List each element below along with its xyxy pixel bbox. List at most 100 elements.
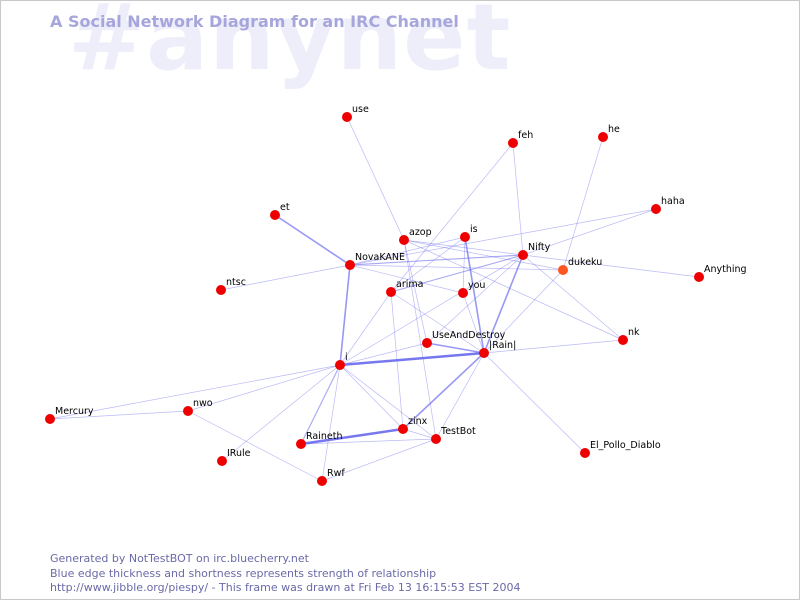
edge-Rain-arima: [390, 291, 485, 354]
node-label-Rwf: Rwf: [327, 468, 345, 479]
node-Raineth: [296, 439, 306, 449]
node-he: [598, 132, 608, 142]
edge-i-Mercury: [49, 364, 341, 420]
node-label-El_Pollo_Diablo: El_Pollo_Diablo: [590, 440, 661, 451]
edge-i-UseAndDestroy: [339, 342, 428, 366]
node-TestBot: [431, 434, 441, 444]
node-use: [342, 112, 352, 122]
edge-i-zinx: [339, 364, 404, 430]
edge-Raineth-TestBot: [300, 438, 437, 445]
edge-UseAndDestroy-Nifty: [426, 254, 524, 344]
node-label-IRule: IRule: [227, 448, 251, 459]
node-Rain: [479, 348, 489, 358]
node-label-you: you: [468, 280, 485, 291]
node-label-Rain: |Rain|: [489, 340, 516, 351]
node-UseAndDestroy: [422, 338, 432, 348]
edge-is-NovaKANE: [349, 236, 466, 266]
node-NovaKANE: [345, 260, 355, 270]
node-label-use: use: [352, 104, 369, 115]
edge-i-Rwf: [321, 364, 341, 482]
node-dukeku: [558, 265, 568, 275]
edge-Rain-dukeku: [483, 269, 564, 354]
edge-feh-Nifty: [512, 142, 524, 256]
node-label-Raineth: Raineth: [306, 431, 342, 442]
footer-legend: Blue edge thickness and shortness repres…: [50, 566, 437, 580]
edge-Mercury-nwo: [49, 410, 189, 420]
node-label-nk: nk: [628, 327, 640, 338]
edge-haha-Nifty: [522, 208, 657, 256]
node-label-dukeku: dukeku: [568, 257, 602, 268]
edge-is-Rain: [464, 236, 485, 354]
node-i: [335, 360, 345, 370]
edge-haha-NovaKANE: [349, 208, 657, 266]
edge-i-Nifty: [339, 254, 524, 366]
footer-source-link[interactable]: http://www.jibble.org/piespy/ - This fra…: [50, 581, 521, 594]
node-arima: [386, 287, 396, 297]
node-feh: [508, 138, 518, 148]
node-et: [270, 210, 280, 220]
node-azop: [399, 235, 409, 245]
node-Rwf: [317, 476, 327, 486]
node-label-Nifty: Nifty: [528, 242, 551, 253]
node-label-ntsc: ntsc: [226, 277, 246, 288]
node-label-zinx: zinx: [408, 416, 428, 427]
node-label-azop: azop: [409, 227, 432, 238]
edge-UseAndDestroy-Rain: [426, 342, 485, 354]
edge-use-azop: [346, 116, 405, 241]
edge-Raineth-zinx: [299, 427, 405, 446]
edge-TestBot-Rain: [435, 352, 485, 440]
edge-NovaKANE-dukeku: [349, 264, 564, 271]
node-label-i: i: [345, 352, 348, 363]
edge-i-nwo: [187, 364, 341, 412]
footer-generated-by: Generated by NotTestBOT on irc.bluecherr…: [50, 552, 309, 565]
node-zinx: [398, 424, 408, 434]
edge-zinx-TestBot: [402, 428, 437, 440]
edges-layer: [49, 116, 700, 482]
node-Anything: [694, 272, 704, 282]
edge-nk-Nifty: [522, 254, 624, 341]
edge-i-IRule: [221, 364, 341, 462]
edge-azop-Nifty: [403, 239, 524, 256]
edge-TestBot-azop: [403, 239, 437, 440]
node-Mercury: [45, 414, 55, 424]
edge-i-Rain: [338, 351, 486, 367]
edge-Rwf-TestBot: [321, 438, 437, 482]
edge-you-Rain: [462, 292, 485, 354]
edge-he-dukeku: [562, 136, 604, 271]
edge-is-you: [462, 236, 466, 294]
node-ntsc: [216, 285, 226, 295]
edge-Nifty-Rain: [483, 254, 524, 354]
node-label-he: he: [608, 124, 620, 135]
edge-arima-i: [339, 291, 392, 366]
edge-NovaKANE-Nifty: [349, 254, 524, 266]
edge-is-arima: [390, 236, 466, 293]
node-label-haha: haha: [661, 196, 685, 207]
edge-et-NovaKANE: [274, 214, 351, 266]
edge-arima-Nifty: [390, 254, 524, 293]
edge-arima-zinx: [390, 291, 404, 430]
edge-feh-arima: [390, 142, 514, 293]
node-you: [458, 288, 468, 298]
edge-i-Raineth: [300, 364, 341, 445]
node-label-TestBot: TestBot: [440, 426, 476, 437]
node-label-NovaKANE: NovaKANE: [355, 252, 405, 263]
node-label-Mercury: Mercury: [55, 406, 94, 417]
node-nk: [618, 335, 628, 345]
edge-nk-Rain: [483, 339, 624, 354]
node-El_Pollo_Diablo: [580, 448, 590, 458]
node-IRule: [217, 456, 227, 466]
edge-zinx-Rain: [402, 352, 485, 430]
node-label-is: is: [470, 224, 478, 235]
edge-Anything-Nifty: [522, 254, 700, 278]
channel-watermark: #anynet: [68, 0, 512, 91]
edge-Rain-El_Pollo_Diablo: [483, 352, 586, 454]
edge-azop-dukeku: [403, 239, 564, 271]
node-label-feh: feh: [518, 130, 533, 141]
node-label-Anything: Anything: [704, 264, 747, 275]
node-nwo: [183, 406, 193, 416]
node-label-et: et: [280, 202, 290, 213]
